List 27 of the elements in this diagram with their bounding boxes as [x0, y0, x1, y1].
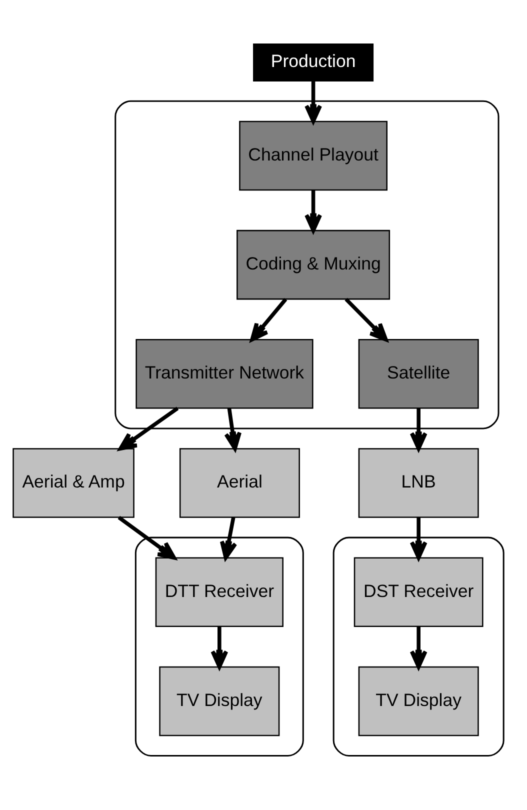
arrow	[344, 298, 388, 342]
arrow	[410, 517, 428, 560]
arrow	[410, 408, 428, 451]
node-box: Coding & Muxing	[236, 230, 390, 300]
node-box: TV Display	[159, 666, 280, 736]
node-box: Transmitter Network	[136, 339, 314, 409]
cluster	[114, 100, 500, 430]
node-box: LNB	[358, 448, 479, 518]
node-box: Satellite	[358, 339, 479, 409]
arrow	[410, 626, 428, 669]
cluster	[134, 536, 304, 757]
arrow	[304, 81, 322, 124]
cluster	[332, 536, 504, 757]
node-box: Channel Playout	[239, 120, 388, 191]
arrow	[118, 406, 179, 451]
node-box: Aerial	[179, 448, 300, 518]
arrow	[304, 190, 322, 232]
arrow	[220, 517, 238, 560]
node-box: Production	[253, 43, 374, 82]
arrow	[224, 408, 242, 451]
node-box: DST Receiver	[354, 557, 484, 627]
node-box: Aerial & Amp	[12, 448, 134, 518]
arrow	[210, 626, 228, 669]
arrow	[250, 298, 288, 342]
node-box: TV Display	[358, 666, 479, 736]
arrow	[118, 516, 176, 560]
node-box: DTT Receiver	[155, 557, 284, 627]
